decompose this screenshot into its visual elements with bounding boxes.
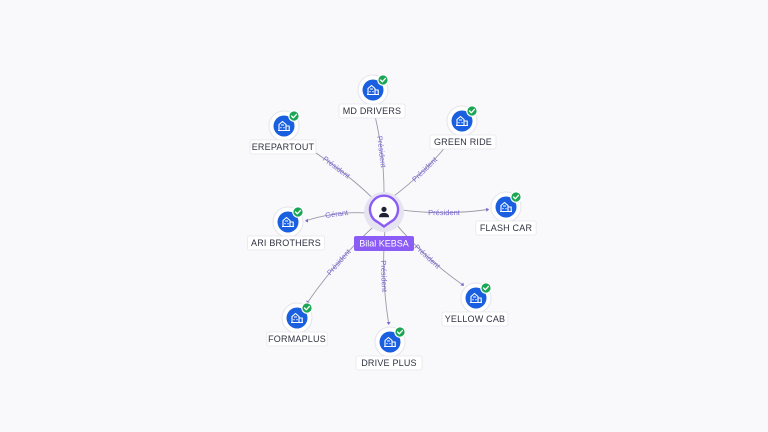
- check-icon: [301, 302, 313, 314]
- company-node-md-drivers[interactable]: MD DRIVERS: [338, 74, 406, 119]
- building-icon: [456, 115, 468, 127]
- edge-relation-label: Président: [321, 154, 352, 181]
- nodes-layer: MD DRIVERS GREEN RIDE FLASH CAR YELLOW CAB D…: [246, 74, 537, 371]
- company-label-box: [475, 220, 537, 236]
- edge-md-drivers: Président: [371, 107, 388, 197]
- check-icon: [288, 110, 300, 122]
- building-icon: [282, 216, 294, 228]
- company-disc: [277, 211, 299, 233]
- center-person-node[interactable]: Bilal KEBSA: [354, 192, 414, 251]
- edge-relation-label: Président: [325, 247, 353, 277]
- building-icon: [278, 120, 290, 132]
- edge-relation-label: Président: [379, 260, 389, 293]
- check-icon: [394, 326, 406, 338]
- edge-line: [394, 223, 464, 286]
- company-node-flash-car[interactable]: FLASH CAR: [475, 191, 537, 236]
- edge-line: [399, 209, 489, 214]
- edge-relation-label: Président: [375, 135, 388, 168]
- edge-ari-brothers: Gérant: [304, 208, 369, 223]
- company-name-label: ARI BROTHERS: [251, 238, 321, 248]
- edge-arrow-icon: [386, 321, 391, 326]
- edge-arrow-icon: [304, 218, 309, 223]
- company-name-label: MD DRIVERS: [343, 106, 402, 116]
- company-node-erepartout[interactable]: EREPARTOUT: [249, 110, 317, 155]
- edge-line: [306, 224, 376, 304]
- check-icon: [377, 74, 389, 86]
- company-name-label: FORMAPLUS: [268, 334, 326, 344]
- company-label-box: [249, 139, 317, 155]
- company-node-drive-plus[interactable]: DRIVE PLUS: [355, 326, 423, 371]
- company-disc: [379, 331, 401, 353]
- company-label-box: [266, 331, 328, 347]
- company-name-label: FLASH CAR: [480, 223, 533, 233]
- edge-flash-car: Président: [399, 207, 490, 217]
- building-icon: [384, 336, 396, 348]
- company-disc: [495, 196, 517, 218]
- company-disc: [273, 115, 295, 137]
- company-label-box: [355, 355, 423, 371]
- company-node-green-ride[interactable]: GREEN RIDE: [429, 105, 497, 150]
- building-icon: [291, 312, 303, 324]
- check-icon: [292, 206, 304, 218]
- edge-relation-label: Gérant: [325, 208, 350, 220]
- edge-relation-label: Président: [410, 155, 440, 184]
- edge-relation-label: Président: [428, 208, 461, 217]
- person-icon: [378, 206, 390, 218]
- check-icon: [466, 105, 478, 117]
- check-icon: [510, 191, 522, 203]
- edge-line: [305, 212, 369, 222]
- company-disc: [286, 307, 308, 329]
- building-icon: [500, 201, 512, 213]
- company-disc: [465, 287, 487, 309]
- building-icon: [367, 84, 379, 96]
- company-name-label: YELLOW CAB: [445, 314, 506, 324]
- edge-arrow-icon: [460, 282, 464, 286]
- company-node-yellow-cab[interactable]: YELLOW CAB: [441, 282, 509, 327]
- company-node-formaplus[interactable]: FORMAPLUS: [266, 302, 328, 347]
- person-name-label: Bilal KEBSA: [359, 239, 409, 249]
- company-node-ari-brothers[interactable]: ARI BROTHERS: [246, 206, 325, 251]
- person-label-box: [354, 236, 414, 251]
- company-disc: [451, 110, 473, 132]
- edge-relation-label: Président: [413, 243, 443, 272]
- company-label-box: [338, 103, 406, 119]
- edge-yellow-cab: Président: [394, 223, 464, 286]
- company-label-box: [429, 134, 497, 150]
- check-icon: [480, 282, 492, 294]
- company-label-box: [441, 311, 509, 327]
- company-name-label: DRIVE PLUS: [361, 358, 417, 368]
- building-icon: [470, 292, 482, 304]
- edge-arrow-icon: [485, 207, 490, 212]
- company-name-label: GREEN RIDE: [434, 137, 492, 147]
- company-name-label: EREPARTOUT: [252, 142, 315, 152]
- company-disc: [362, 79, 384, 101]
- company-label-box: [246, 235, 325, 251]
